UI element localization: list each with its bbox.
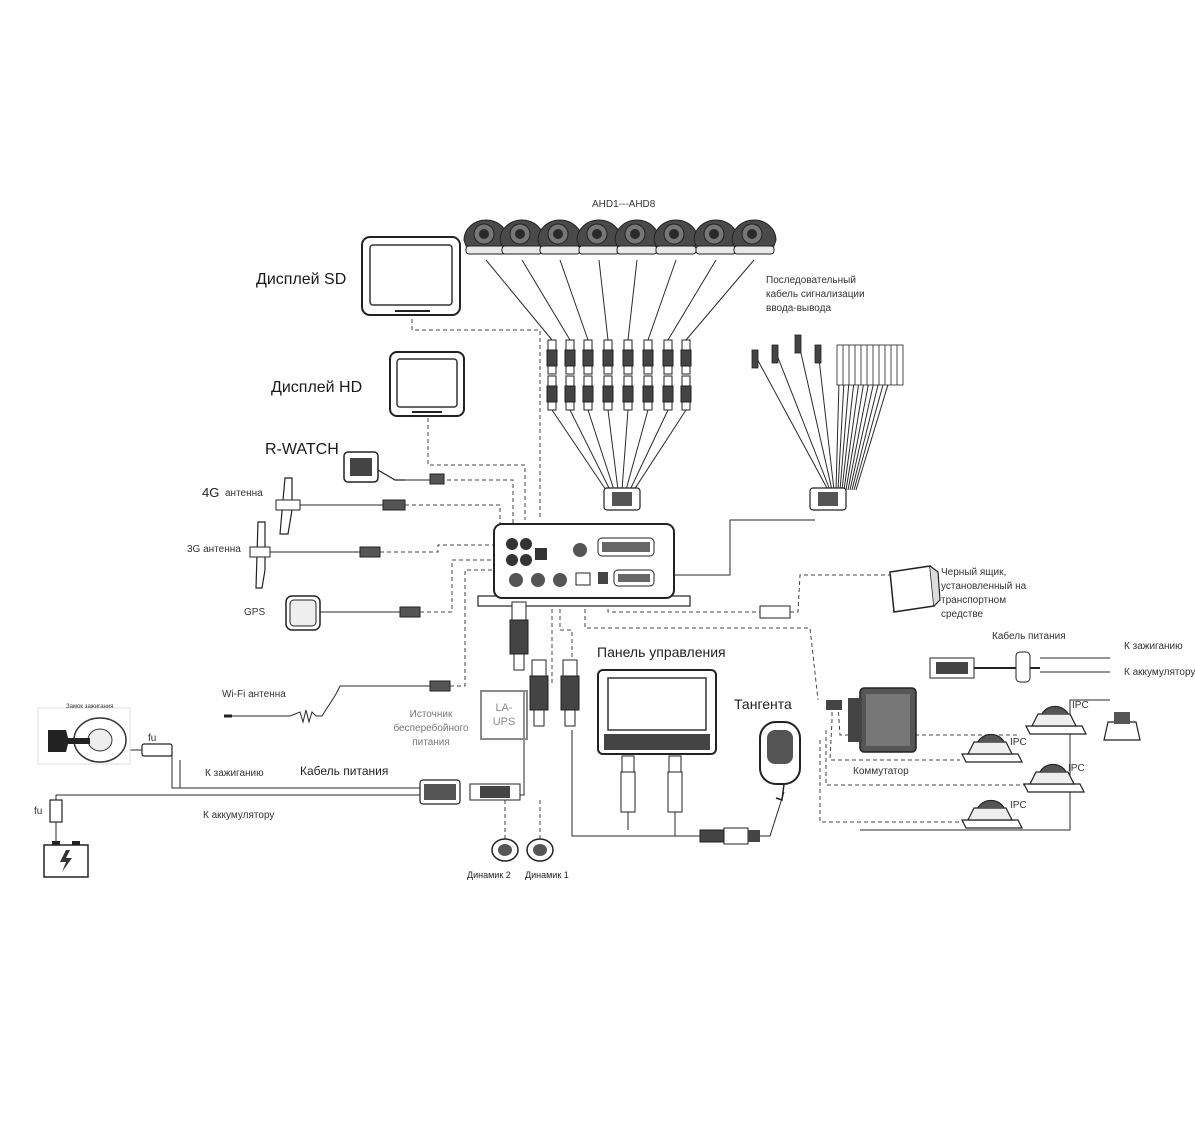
battery-icon [43, 841, 89, 878]
label-ipc-2: IPC [1010, 737, 1027, 748]
label-switch: Коммутатор [853, 766, 909, 777]
fuse-battery [49, 799, 63, 823]
handset-microphone [759, 721, 801, 802]
label-ahd-range: AHD1---AHD8 [592, 199, 656, 210]
display-sd [361, 236, 461, 316]
camera-ahd2 [499, 219, 545, 255]
camera-ahd8 [731, 219, 777, 255]
camera-ahd5 [614, 219, 660, 255]
ignition-key-icon [37, 707, 131, 765]
camera-ahd7 [693, 219, 739, 255]
fuse-ignition [141, 743, 173, 757]
camera-ahd4 [576, 219, 622, 255]
camera-connectors [546, 339, 692, 411]
label-power-cable-right: Кабель питания [992, 631, 1066, 642]
label-to-battery-right: К аккумулятору [1124, 667, 1195, 678]
label-ipc-3: IPC [1068, 763, 1085, 774]
black-box-device [759, 565, 941, 619]
network-switch [826, 687, 917, 753]
label-ipc-1: IPC [1072, 700, 1089, 711]
label-4g-word: антенна [225, 488, 263, 499]
camera-cables [485, 259, 755, 491]
label-gps: GPS [244, 607, 266, 618]
gps-antenna [285, 595, 421, 631]
label-to-battery: К аккумулятору [203, 810, 275, 821]
switch-power-cable [929, 651, 1040, 683]
dvr-bottom-connectors [509, 601, 580, 727]
label-power-cable: Кабель питания [300, 764, 389, 778]
alarm-wire-ends [751, 334, 904, 386]
label-ignition-lock: Замок зажигания [66, 704, 114, 710]
label-4g-code: 4G [202, 485, 220, 500]
display-hd [389, 351, 465, 417]
label-fuse-1: fu [148, 733, 157, 744]
wifi-antenna [224, 680, 451, 718]
speaker-1 [526, 838, 554, 862]
power-cable-harness [419, 779, 521, 805]
camera-ahd6 [653, 219, 699, 255]
la-ups-box: LA- UPS [480, 690, 528, 740]
label-3g-antenna: 3G антенна [187, 544, 241, 555]
label-wifi-antenna: Wi-Fi антенна [222, 689, 286, 700]
dsub-alarm-connector [809, 487, 847, 511]
label-black-box: Черный ящик, установленный на транспортн… [941, 567, 1027, 620]
label-ups-source: Источник бесперебойного питания [393, 709, 469, 748]
mdvr-main-unit [477, 523, 691, 607]
camera-ahd3 [537, 219, 583, 255]
label-to-ignition-right: К зажиганию [1124, 641, 1183, 652]
label-to-ignition: К зажиганию [205, 768, 264, 779]
panel-cable-connector [699, 827, 760, 845]
rwatch-device [343, 451, 445, 485]
label-alarm-cable: Последовательный кабель сигнализации вво… [766, 275, 865, 314]
label-fuse-2: fu [34, 806, 43, 817]
label-speaker-1: Динамик 1 [525, 870, 569, 880]
dsub-camera-connector [603, 487, 641, 511]
label-control-panel: Панель управления [597, 644, 726, 660]
dashed-wires [380, 312, 1030, 840]
speaker-2 [491, 838, 519, 862]
label-handset: Тангента [734, 696, 792, 712]
solid-wires [55, 479, 1110, 845]
label-display-sd: Дисплей SD [256, 271, 347, 288]
label-ipc-4: IPC [1010, 800, 1027, 811]
small-device-right [1103, 712, 1141, 741]
label-display-hd: Дисплей HD [271, 379, 363, 396]
antenna-4g [275, 477, 406, 535]
antenna-3g [249, 521, 381, 589]
control-panel-device [597, 669, 717, 813]
label-speaker-2: Динамик 2 [467, 870, 511, 880]
label-rwatch: R-WATCH [265, 441, 339, 458]
